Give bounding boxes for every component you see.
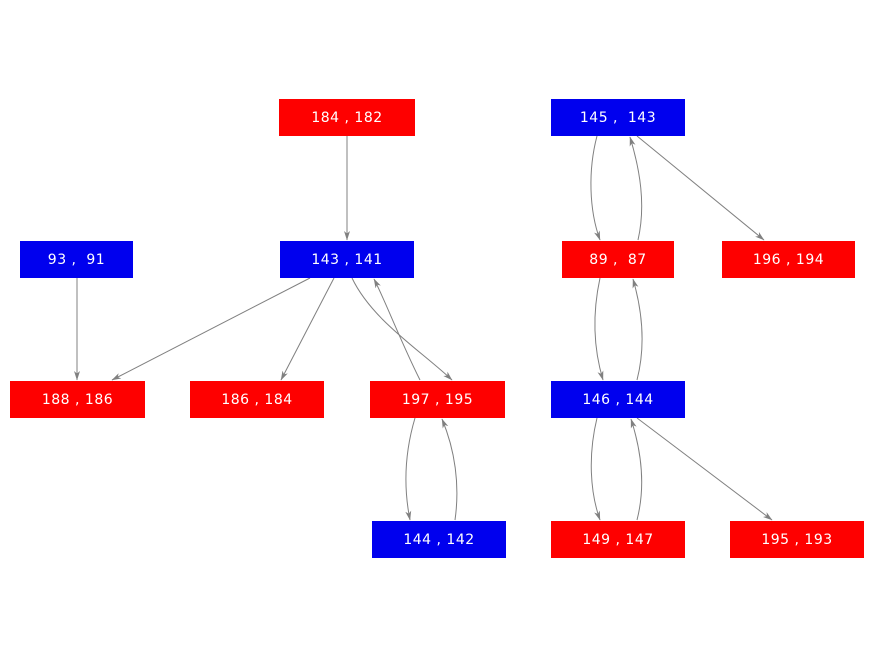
graph-node-label: 186 , 184 [221, 391, 293, 408]
graph-node-label: 197 , 195 [401, 391, 474, 408]
graph-node[interactable]: 89 , 87 [562, 241, 674, 278]
graph-node-label: 188 , 186 [41, 391, 114, 408]
graph-node-label: 93 , 91 [47, 251, 106, 268]
graph-node-label: 149 , 147 [582, 531, 654, 548]
graph-node-label: 196 , 194 [752, 251, 825, 268]
graph-node[interactable]: 146 , 144 [551, 381, 685, 418]
graph-node[interactable]: 188 , 186 [10, 381, 145, 418]
graph-node[interactable]: 149 , 147 [551, 521, 685, 558]
graph-node-label: 146 , 144 [582, 391, 654, 408]
graph-node-label: 144 , 142 [403, 531, 475, 548]
graph-node[interactable]: 93 , 91 [20, 241, 133, 278]
graph-node-label: 143 , 141 [311, 251, 383, 268]
graph-node-label: 145 , 143 [579, 109, 657, 126]
graph-node[interactable]: 197 , 195 [370, 381, 505, 418]
graph-node[interactable]: 145 , 143 [551, 99, 685, 136]
graph-node-label: 195 , 193 [761, 531, 833, 548]
graph-node[interactable]: 144 , 142 [372, 521, 506, 558]
graph-node-label: 89 , 87 [589, 251, 647, 268]
graph-node[interactable]: 195 , 193 [730, 521, 864, 558]
graph-node[interactable]: 186 , 184 [190, 381, 324, 418]
graph-node[interactable]: 143 , 141 [280, 241, 414, 278]
graph-node[interactable]: 196 , 194 [722, 241, 855, 278]
graph-node[interactable]: 184 , 182 [279, 99, 415, 136]
graph-node-label: 184 , 182 [311, 109, 383, 126]
